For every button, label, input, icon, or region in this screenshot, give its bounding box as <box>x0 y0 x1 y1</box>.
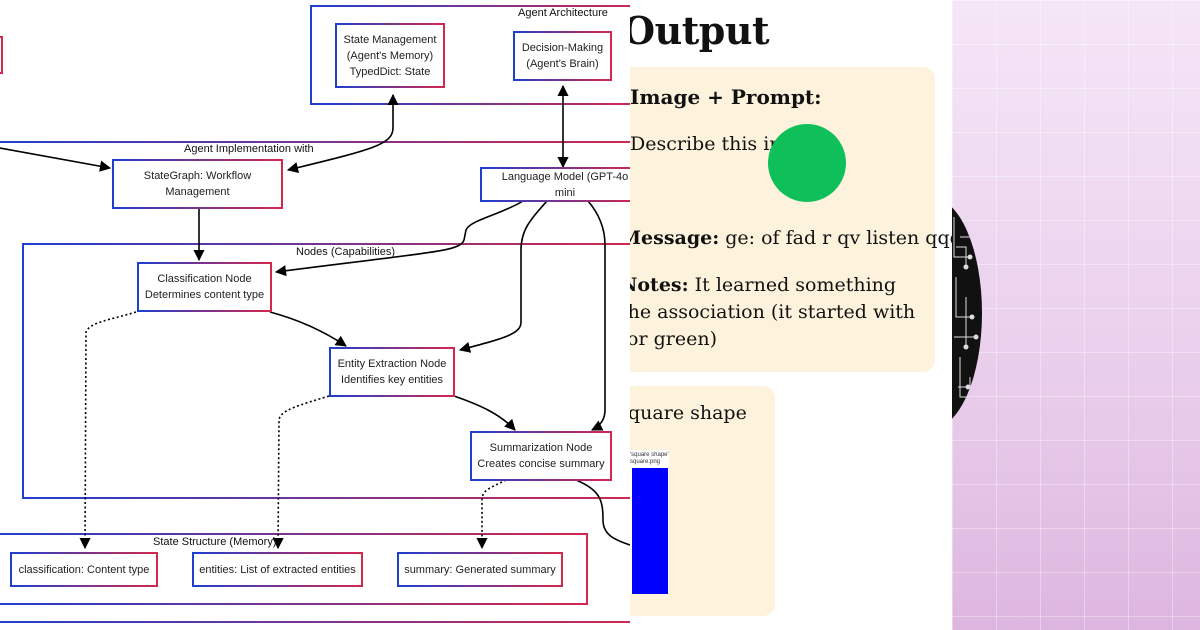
arrow-model-to-classification <box>274 200 524 277</box>
image-preview: 'square shape' square.png <box>630 450 669 594</box>
prompt-text: Square shape <box>630 402 747 424</box>
group-state-structure <box>0 533 588 605</box>
arrow-classification-to-entity <box>269 311 347 347</box>
node-stategraph: StateGraph: Workflow Management <box>112 159 283 209</box>
file-caption: 'square shape' square.png <box>630 452 669 465</box>
arrow-entity-to-summarization <box>453 395 516 431</box>
group-label-agent-implementation: Agent Implementation with <box>184 143 314 155</box>
blue-square-image <box>632 468 668 594</box>
arrow-state-to-stategraph <box>286 93 399 174</box>
group-label-state-structure: State Structure (Memory) <box>153 536 277 548</box>
arrow-model-to-entity <box>458 200 548 353</box>
slide-title: Output <box>630 8 770 53</box>
group-label-agent-architecture: Agent Architecture <box>518 7 608 19</box>
message-text: ge: of fad r qv listen qqqda <box>725 227 952 249</box>
card-heading: Image + Prompt: <box>630 85 822 109</box>
image-prompt-card: Image + Prompt: Describe this image Mess… <box>630 67 952 372</box>
output-slide: Output Image + Prompt: Describe this ima… <box>630 0 952 630</box>
diagram-connectors <box>0 5 630 623</box>
group-nodes-capabilities <box>22 243 630 499</box>
node-classification: Classification Node Determines content t… <box>137 262 272 312</box>
green-circle-image <box>768 124 846 202</box>
decorative-background <box>952 0 1200 630</box>
state-field-entities: entities: List of extracted entities <box>192 552 363 587</box>
arrow-model-to-summarization <box>587 200 606 431</box>
state-field-classification: classification: Content type <box>10 552 158 587</box>
architecture-diagram: Agent Architecture Agent Implementation … <box>0 5 630 623</box>
state-field-summary: summary: Generated summary <box>397 552 563 587</box>
node-language-model: Language Model (GPT-4o mini <box>480 167 630 202</box>
node-state-management: State Management (Agent's Memory) TypedD… <box>335 23 445 88</box>
line-summarization-out <box>575 479 630 546</box>
notes-label: Notes: <box>630 274 689 296</box>
node-entity-extraction: Entity Extraction Node Identifies key en… <box>329 347 455 397</box>
offscreen-node-edge <box>0 36 3 74</box>
notes-line: Notes: It learned something the associat… <box>630 272 915 353</box>
dotted-classification-to-state <box>79 311 137 550</box>
notes-text: It learned something the association (it… <box>630 274 916 350</box>
group-agent-architecture <box>310 5 630 105</box>
dotted-entity-to-state <box>272 395 330 550</box>
dotted-summary-to-state <box>476 479 507 550</box>
node-summarization: Summarization Node Creates concise summa… <box>470 431 612 481</box>
node-decision-making: Decision-Making (Agent's Brain) <box>513 31 612 81</box>
message-label: Message: <box>630 227 720 249</box>
group-label-nodes: Nodes (Capabilities) <box>296 246 396 258</box>
message-line: Message: ge: of fad r qv listen qqqda <box>630 227 952 249</box>
arrow-input-to-stategraph <box>0 147 112 172</box>
